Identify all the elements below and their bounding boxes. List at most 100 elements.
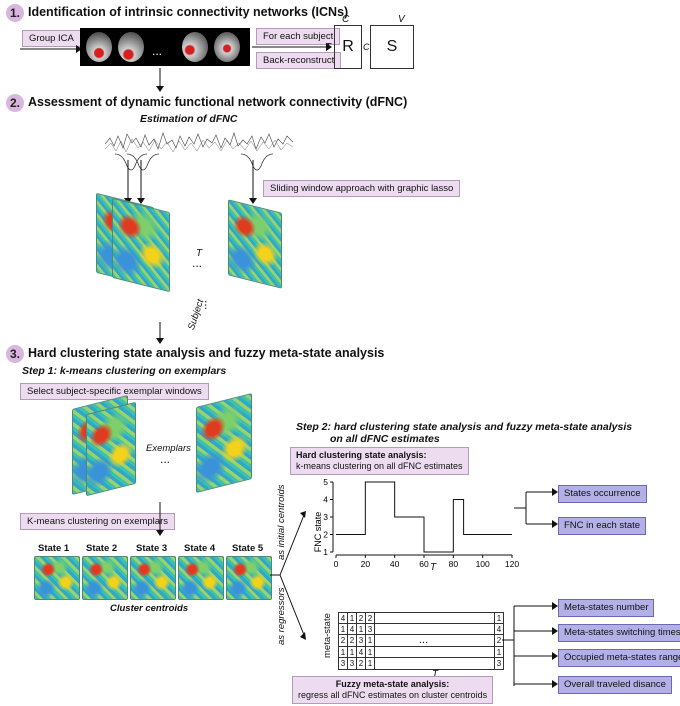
meta-table-cell: 1 <box>494 646 503 658</box>
state-5-centroid <box>226 556 272 600</box>
meta-table-cell: 3 <box>366 624 375 636</box>
brain-strip-dots: ... <box>152 44 163 58</box>
r-matrix-t-label: T <box>325 42 332 53</box>
as-initial-centroids-label: as initial centroids <box>276 484 287 560</box>
dfnc-matrix-2 <box>112 197 170 293</box>
x-tick-label: 20 <box>361 559 371 569</box>
hard-clustering-title: Hard clustering state analysis: <box>296 450 427 460</box>
y-tick-label: 4 <box>323 495 328 505</box>
state-1-centroid <box>34 556 80 600</box>
state-4-label: State 4 <box>184 543 216 554</box>
meta-table-cell: 4 <box>357 646 366 658</box>
kmeans-exemplars-tag: K-means clustering on exemplars <box>20 513 175 530</box>
fuzzy-title: Fuzzy meta-state analysis: <box>335 679 450 689</box>
step2-heading-line2: on all dFNC estimates <box>330 433 440 445</box>
outputs-top-bracket <box>514 488 558 528</box>
meta-table-cell: 1 <box>366 635 375 647</box>
output-switching-times: Meta-states switching times <box>558 624 680 642</box>
meta-state-xlabel: T <box>432 669 439 680</box>
state-3-label: State 3 <box>136 543 168 554</box>
output-meta-states-number: Meta-states number <box>558 599 655 617</box>
step-2-title: Assessment of dynamic functional network… <box>28 95 408 109</box>
meta-table-cell: 4 <box>494 624 503 636</box>
meta-state-ylabel: meta-state <box>322 613 333 658</box>
ica-brain-strip: ... <box>80 28 250 66</box>
y-tick-label: 2 <box>323 530 328 540</box>
meta-table-cell: 4 <box>339 613 348 625</box>
t-dots: ... <box>192 256 203 270</box>
x-tick-label: 60 <box>419 559 429 569</box>
brain-slice-4 <box>214 32 240 62</box>
for-each-subject-tag: For each subject <box>256 28 341 45</box>
y-axis-label: FNC state <box>313 512 323 553</box>
x-tick-label: 120 <box>505 559 519 569</box>
window-arrows <box>124 160 257 204</box>
meta-table-cell: 4 <box>348 624 357 636</box>
step-3-number: 3. <box>6 345 24 363</box>
meta-table-cell: 1 <box>366 646 375 658</box>
group-ica-arrow <box>20 45 82 53</box>
step1-heading: Step 1: k-means clustering on exemplars <box>22 365 227 377</box>
chart-axes: 0 20 40 60 80 100 120 1 2 3 4 5 <box>323 477 519 569</box>
brain-slice-1 <box>86 32 112 62</box>
fnc-state-chart: FNC state 0 20 40 60 80 100 120 1 2 3 4 5 <box>313 477 519 569</box>
x-axis-label: T <box>430 562 437 573</box>
meta-table-cell: 2 <box>357 613 366 625</box>
fnc-state-series-line <box>336 481 512 553</box>
back-reconstruct-tag: Back-reconstruct <box>256 52 342 69</box>
meta-table-cell: 2 <box>348 635 357 647</box>
state-2-centroid <box>82 556 128 600</box>
meta-table-cell: 2 <box>366 613 375 625</box>
output-states-occurrence: States occurrence <box>558 485 647 503</box>
exemplar-matrix-3 <box>196 393 252 493</box>
r-matrix-c-label: C <box>342 14 350 25</box>
hard-clustering-subtitle: k-means clustering on all dFNC estimates <box>296 461 463 471</box>
meta-table-cell: 1 <box>339 624 348 636</box>
meta-table-cell: 1 <box>348 613 357 625</box>
back-reconstruct-arrow <box>252 43 332 51</box>
output-occupied-range: Occupied meta-states range <box>558 649 680 667</box>
exemplars-dots: ... <box>160 452 171 466</box>
y-tick-label: 5 <box>323 477 328 487</box>
x-tick-label: 40 <box>390 559 400 569</box>
x-tick-label: 80 <box>449 559 459 569</box>
kmeans-arrow <box>156 502 164 536</box>
fnc-state-line <box>336 481 512 553</box>
state-1-label: State 1 <box>38 543 70 554</box>
meta-table-cell: 1 <box>348 646 357 658</box>
output-traveled-distance: Overall traveled disance <box>558 676 672 694</box>
outputs-bottom-bracket <box>502 602 558 688</box>
meta-table-cell: 1 <box>366 657 375 669</box>
meta-table-dots: ... <box>419 634 429 646</box>
cluster-centroids-label: Cluster centroids <box>110 603 189 614</box>
meta-table-cell: 3 <box>357 635 366 647</box>
y-tick-label: 1 <box>323 547 328 557</box>
step1-to-step2-arrow <box>156 68 164 92</box>
y-tick-label: 3 <box>323 512 328 522</box>
x-tick-label: 0 <box>334 559 339 569</box>
s-matrix-v-label: V <box>398 14 405 25</box>
subject-dots: ... <box>202 299 217 311</box>
step-2-number: 2. <box>6 94 24 112</box>
meta-table-cell: 2 <box>494 635 503 647</box>
exemplar-matrix-2 <box>86 401 136 497</box>
exemplars-label: Exemplars <box>146 443 191 454</box>
state-3-centroid <box>130 556 176 600</box>
state-4-centroid <box>178 556 224 600</box>
t-axis-label: T <box>196 248 203 259</box>
meta-table-cell: 1 <box>494 613 503 625</box>
x-tick-label: 100 <box>476 559 490 569</box>
centroid-arrows <box>270 511 306 640</box>
meta-table-cell: 2 <box>339 635 348 647</box>
s-matrix-c-label: C <box>363 42 370 52</box>
step2-heading-line1: Step 2: hard clustering state analysis a… <box>296 421 633 433</box>
hard-clustering-tag: Hard clustering state analysis: k-means … <box>290 447 469 475</box>
fuzzy-meta-state-tag: Fuzzy meta-state analysis: regress all d… <box>292 676 494 704</box>
meta-table-cell: 1 <box>357 624 366 636</box>
step-1-number: 1. <box>6 4 24 22</box>
sliding-window-tag: Sliding window approach with graphic las… <box>263 180 461 197</box>
state-2-label: State 2 <box>86 543 118 554</box>
